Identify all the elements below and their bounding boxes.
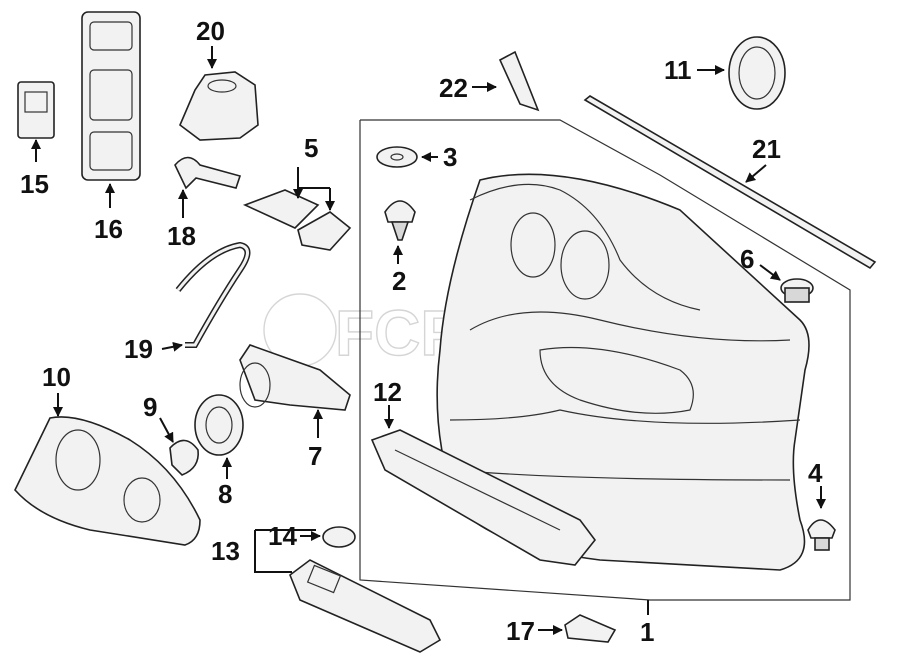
part-22-trim-cover xyxy=(498,50,540,112)
part-16-switch-panel xyxy=(81,11,141,181)
callout-5: 5 xyxy=(304,133,318,163)
part-18-hose xyxy=(174,156,242,190)
callout-9: 9 xyxy=(143,392,157,422)
part-20-bracket xyxy=(179,71,259,141)
door-panel-frame xyxy=(359,119,851,601)
part-7-handle-mechanism xyxy=(239,344,351,411)
callout-1: 1 xyxy=(640,617,654,647)
callout-18: 18 xyxy=(167,221,196,251)
part-17-cover xyxy=(564,614,617,643)
part-10-speaker-cover xyxy=(14,416,201,546)
part-13-switch-bezel xyxy=(289,559,442,653)
callout-14: 14 xyxy=(268,521,297,551)
part-14-button xyxy=(322,526,356,548)
callout-22: 22 xyxy=(439,73,468,103)
callout-10: 10 xyxy=(42,362,71,392)
leader-lines xyxy=(31,46,826,635)
callout-20: 20 xyxy=(196,16,225,46)
callout-6: 6 xyxy=(740,244,754,274)
part-5-covers xyxy=(242,189,352,251)
callout-17: 17 xyxy=(506,616,535,646)
part-21-weatherstrip xyxy=(583,95,877,270)
callout-labels: 1 2 3 4 5 6 7 8 9 10 11 12 13 14 15 16 1… xyxy=(20,16,823,647)
callout-21: 21 xyxy=(752,134,781,164)
part-19-cable xyxy=(175,241,251,348)
callout-2: 2 xyxy=(392,266,406,296)
callout-4: 4 xyxy=(808,458,823,488)
callout-19: 19 xyxy=(124,334,153,364)
part-6-nut xyxy=(780,278,814,303)
callout-12: 12 xyxy=(373,377,402,407)
callout-16: 16 xyxy=(94,214,123,244)
callout-7: 7 xyxy=(308,441,322,471)
callout-3: 3 xyxy=(443,142,457,172)
part-11-speaker-ring xyxy=(728,36,786,110)
part-4-clip xyxy=(807,519,836,551)
part-8-handle-bezel xyxy=(194,394,244,456)
part-15-switch xyxy=(17,81,55,139)
part-2-clip xyxy=(384,200,416,241)
part-9-cap xyxy=(169,439,199,476)
part-3-washer xyxy=(376,146,418,168)
callout-13: 13 xyxy=(211,536,240,566)
callout-15: 15 xyxy=(20,169,49,199)
part-1-door-trim-panel xyxy=(436,173,810,571)
part-12-armrest-pocket xyxy=(370,429,597,566)
callout-11: 11 xyxy=(664,55,692,85)
callout-8: 8 xyxy=(218,479,232,509)
